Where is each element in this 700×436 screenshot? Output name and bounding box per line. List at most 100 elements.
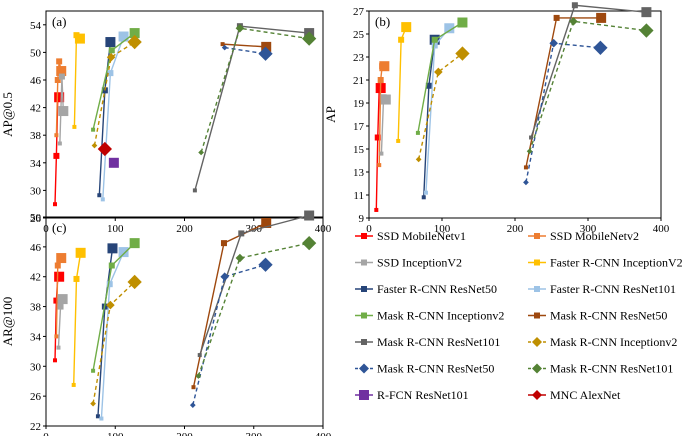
x-tick-label: 100 xyxy=(107,223,124,235)
data-point xyxy=(100,197,105,202)
data-point xyxy=(261,41,272,52)
data-point xyxy=(444,23,455,34)
data-point xyxy=(74,33,85,44)
data-point xyxy=(72,124,77,129)
data-point xyxy=(261,217,272,228)
legend-item: Mask R-CNN ResNet50 xyxy=(528,309,667,323)
data-point xyxy=(91,142,98,149)
data-point xyxy=(221,44,228,51)
data-point xyxy=(53,152,60,159)
data-point xyxy=(425,82,432,89)
legend-item: MNC AlexNet xyxy=(528,388,621,402)
legend-item: Mask R-CNN ResNet50 xyxy=(355,362,494,376)
data-point xyxy=(396,138,401,143)
series-line xyxy=(222,43,267,48)
data-point xyxy=(593,40,608,55)
y-tick-label: 21 xyxy=(353,75,364,87)
data-point xyxy=(431,42,438,49)
data-point xyxy=(56,66,67,77)
data-point xyxy=(97,193,102,198)
y-tick-label: 22 xyxy=(30,421,41,433)
y-tick-label: 46 xyxy=(30,75,42,87)
legend-marker xyxy=(359,390,369,400)
legend-marker xyxy=(534,259,540,266)
data-point xyxy=(97,141,113,157)
data-point xyxy=(108,262,115,269)
data-point xyxy=(220,240,227,247)
data-point xyxy=(58,106,69,117)
data-point xyxy=(553,14,560,21)
legend-label: Mask R-CNN Inceptionv2 xyxy=(377,309,504,323)
series-line xyxy=(380,95,387,154)
legend-item: SSD MobileNetv2 xyxy=(528,229,639,243)
data-point xyxy=(220,272,229,281)
series-line xyxy=(417,52,463,160)
series-line xyxy=(93,41,136,146)
data-point xyxy=(189,402,196,408)
y-tick-label: 54 xyxy=(30,20,42,32)
series-line xyxy=(192,222,267,388)
data-point xyxy=(220,42,225,47)
y-tick-label: 30 xyxy=(30,361,42,373)
x-tick-label: 0 xyxy=(366,223,372,235)
legend-label: Mask R-CNN ResNet101 xyxy=(550,362,673,376)
data-point xyxy=(596,12,607,23)
data-point xyxy=(423,190,428,195)
data-point xyxy=(54,92,65,103)
legend-label: Faster R-CNN ResNet50 xyxy=(377,282,497,296)
x-tick-label: 400 xyxy=(315,431,332,436)
legend-label: MNC AlexNet xyxy=(550,388,621,402)
legend-marker xyxy=(361,259,367,266)
data-point xyxy=(99,416,104,421)
legend-label: R-FCN ResNet101 xyxy=(377,388,469,402)
data-point xyxy=(549,38,558,48)
series-line xyxy=(73,33,81,127)
series-line xyxy=(100,251,125,419)
y-tick-label: 34 xyxy=(30,331,42,343)
data-point xyxy=(118,247,129,258)
data-point xyxy=(421,195,426,200)
data-point xyxy=(108,47,115,54)
y-tick-label: 46 xyxy=(30,242,42,254)
data-point xyxy=(258,257,273,272)
data-point xyxy=(377,77,384,83)
data-point xyxy=(401,22,412,33)
data-point xyxy=(304,210,315,221)
legend-item: Faster R-CNN ResNet101 xyxy=(528,282,676,296)
series-line xyxy=(199,214,310,356)
data-point xyxy=(129,238,140,249)
legend-marker xyxy=(361,312,367,319)
y-tick-label: 9 xyxy=(359,213,365,225)
data-point xyxy=(571,2,578,9)
y-tick-label: 17 xyxy=(353,121,365,133)
legend-label: Mask R-CNN ResNet101 xyxy=(377,335,500,349)
y-tick-label: 11 xyxy=(353,190,364,202)
legend-item: Mask R-CNN Inceptionv2 xyxy=(528,335,677,349)
data-point xyxy=(106,300,115,310)
data-point xyxy=(379,151,384,156)
y-tick-label: 34 xyxy=(30,158,42,170)
data-point xyxy=(95,414,100,419)
y-tick-label: 38 xyxy=(30,130,42,142)
data-point xyxy=(54,271,65,282)
data-point xyxy=(302,31,317,46)
legend-marker xyxy=(532,390,542,400)
legend-item: SSD InceptionV2 xyxy=(355,256,462,270)
data-point xyxy=(107,243,118,254)
y-tick-label: 19 xyxy=(353,98,365,110)
series-line xyxy=(102,36,125,200)
data-point xyxy=(374,134,381,141)
data-point xyxy=(641,7,652,18)
legend-marker xyxy=(361,286,367,292)
data-point xyxy=(457,17,468,28)
legend-item: Mask R-CNN ResNet101 xyxy=(355,335,500,349)
x-tick-label: 100 xyxy=(107,431,124,436)
y-tick-label: 50 xyxy=(30,212,42,224)
data-point xyxy=(91,368,96,373)
y-tick-label: 30 xyxy=(30,185,42,197)
y-axis-label: AP@0.5 xyxy=(0,92,15,137)
data-point xyxy=(53,202,58,207)
data-point xyxy=(415,130,420,135)
data-point xyxy=(569,17,578,26)
